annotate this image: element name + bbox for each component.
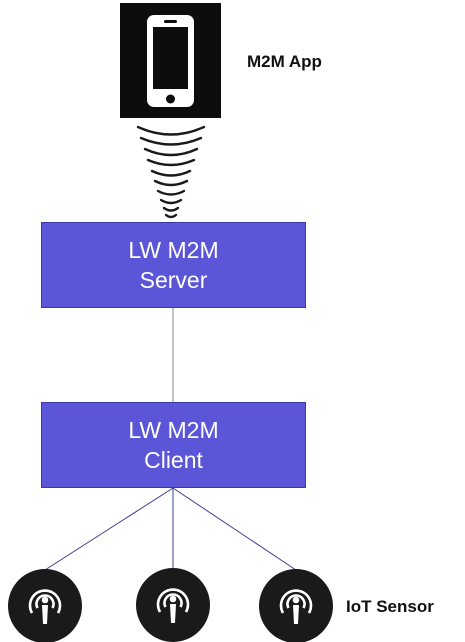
wireless-signal-icon [136, 125, 206, 219]
lwm2m-server-box: LW M2M Server [41, 222, 306, 308]
iot-sensor-2 [136, 568, 210, 642]
client-title: LW M2M [128, 417, 219, 443]
server-title: LW M2M [128, 237, 219, 263]
app-phone-tile [120, 3, 221, 118]
lwm2m-client-box: LW M2M Client [41, 402, 306, 488]
podcast-sensor-icon [136, 568, 210, 642]
client-subtitle: Client [144, 447, 203, 473]
podcast-sensor-icon [8, 569, 82, 642]
smartphone-icon [147, 15, 194, 107]
iot-sensor-label: IoT Sensor [346, 597, 434, 616]
iot-sensor-1 [8, 569, 82, 642]
iot-sensor-3 [259, 569, 333, 642]
app-label: M2M App [247, 52, 322, 71]
server-subtitle: Server [139, 267, 208, 293]
client-sensor-links [44, 487, 297, 571]
podcast-sensor-icon [259, 569, 333, 642]
